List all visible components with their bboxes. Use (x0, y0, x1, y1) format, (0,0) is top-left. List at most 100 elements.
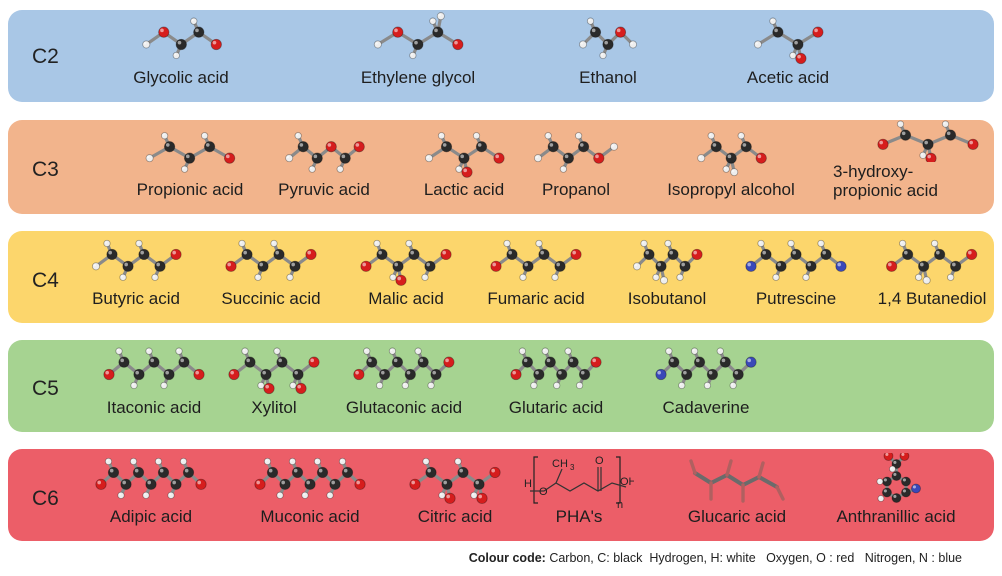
oxygen-atom-shine (445, 358, 449, 363)
carbon-atom (118, 356, 130, 368)
carbon-atom (538, 248, 550, 261)
hydrogen-atom (336, 165, 344, 173)
oxygen-atom (812, 26, 824, 38)
pha-ch3-label: CH (552, 458, 568, 470)
hydrogen-atom-shine (889, 466, 892, 469)
oxygen-atom (795, 52, 807, 65)
carbon-atom (178, 356, 190, 368)
molecule-name: Cadaverine (662, 398, 750, 417)
hydrogen-atom (141, 40, 150, 49)
hydrogen-atom (189, 17, 198, 25)
hydrogen-atom (664, 239, 672, 248)
hydrogen-atom (574, 132, 583, 140)
molecule-malic-acid: Malic acid (356, 235, 456, 308)
carbon-atom-shine (246, 358, 250, 363)
oxygen-atom (461, 166, 473, 178)
hydrogen-atom (437, 132, 446, 140)
stick-branch (757, 461, 765, 479)
hydrogen-atom (414, 347, 422, 355)
hydrogen-atom (301, 491, 309, 499)
hydrogen-atom-shine (630, 41, 633, 45)
hydrogen-atom (729, 168, 738, 177)
carbon-atom-shine (343, 468, 348, 473)
hydrogen-atom (947, 273, 955, 281)
stick-bond (693, 471, 713, 485)
carbon-atom (950, 260, 962, 272)
oxygen-atom (967, 138, 979, 150)
carbon-atom-shine (681, 262, 685, 267)
hydrogen-atom-shine (258, 383, 261, 386)
oxygen-atom-shine (491, 468, 495, 473)
hydrogen-atom-shine (423, 459, 426, 462)
ring-carbon-atom (891, 471, 901, 481)
carbon-atom (820, 248, 832, 261)
oxygen-atom-shine (463, 168, 467, 173)
carbon-atom (578, 368, 591, 381)
oxygen-atom-shine (797, 54, 801, 59)
hydrogen-atom-shine (191, 18, 194, 22)
oxygen-atom-shine (879, 140, 883, 145)
hydrogen-atom-shine (773, 275, 776, 278)
carbon-atom-shine (920, 262, 924, 267)
hydrogen-atom-shine (916, 275, 919, 278)
carbon-atom-shine (268, 468, 273, 473)
band-label: C6 (32, 487, 59, 510)
carbon-atom (244, 356, 256, 368)
hydrogen-atom-shine (255, 275, 258, 278)
hydrogen-atom (534, 154, 542, 163)
carbon-atom-shine (712, 143, 716, 147)
molecule-model (655, 347, 757, 390)
molecule-1-4-butanediol: 1,4 Butanediol (878, 235, 986, 308)
carbon-atom (376, 248, 388, 261)
molecule-name: Lactic acid (423, 180, 505, 199)
oxygen-atom (443, 356, 455, 368)
hydrogen-atom (376, 381, 384, 390)
carbon-atom (554, 260, 566, 272)
oxygen-atom-shine (265, 384, 269, 389)
hydrogen-atom-shine (520, 275, 523, 278)
hydrogen-atom (117, 491, 125, 499)
hydrogen-atom-shine (430, 18, 433, 22)
hydrogen-atom-shine (438, 13, 441, 17)
oxygen-atom-shine (362, 262, 366, 267)
molecule-name: Propionic acid (136, 180, 244, 199)
molecule-name: Xylitol (251, 398, 297, 417)
carbon-atom (792, 38, 804, 51)
carbon-atom (432, 26, 444, 38)
hydrogen-atom-shine (565, 348, 569, 352)
hydrogen-atom (544, 132, 552, 140)
molecule-fumaric-acid: Fumaric acid (486, 235, 586, 308)
oxygen-atom (193, 368, 205, 381)
carbon-atom-shine (774, 28, 778, 33)
carbon-atom (506, 248, 518, 261)
carbon-atom (567, 356, 579, 368)
hydrogen-atom (284, 154, 293, 163)
hydrogen-atom (640, 239, 648, 248)
carbon-atom (412, 38, 424, 51)
hydrogen-atom (181, 165, 189, 173)
hydrogen-atom-shine (364, 348, 367, 352)
carbon-atom (805, 260, 817, 272)
oxygen-atom-shine (197, 480, 201, 485)
oxygen-atom (691, 248, 703, 261)
oxygen-atom (493, 152, 505, 164)
hydrogen-atom-shine (182, 166, 185, 170)
oxygen-atom-shine (442, 250, 446, 255)
oxygen-atom-shine (355, 370, 359, 375)
hydrogen-atom-shine (422, 275, 425, 278)
oxygen-atom (305, 248, 317, 261)
carbon-atom-shine (477, 143, 482, 147)
molecule-model (534, 132, 619, 173)
carbon-atom-shine (564, 154, 569, 159)
nitrogen-atom-shine (837, 262, 841, 267)
hydrogen-atom (530, 381, 538, 390)
ring-carbon-atom (881, 487, 892, 498)
hydrogen-atom (294, 132, 302, 140)
carbon-atom (556, 368, 568, 381)
hydrogen-atom (629, 40, 638, 49)
carbon-atom (425, 466, 437, 479)
carbon-atom (710, 141, 722, 153)
hydrogen-atom-shine (504, 241, 507, 244)
hydrogen-atom (425, 154, 433, 163)
carbon-atom-shine (762, 250, 766, 255)
